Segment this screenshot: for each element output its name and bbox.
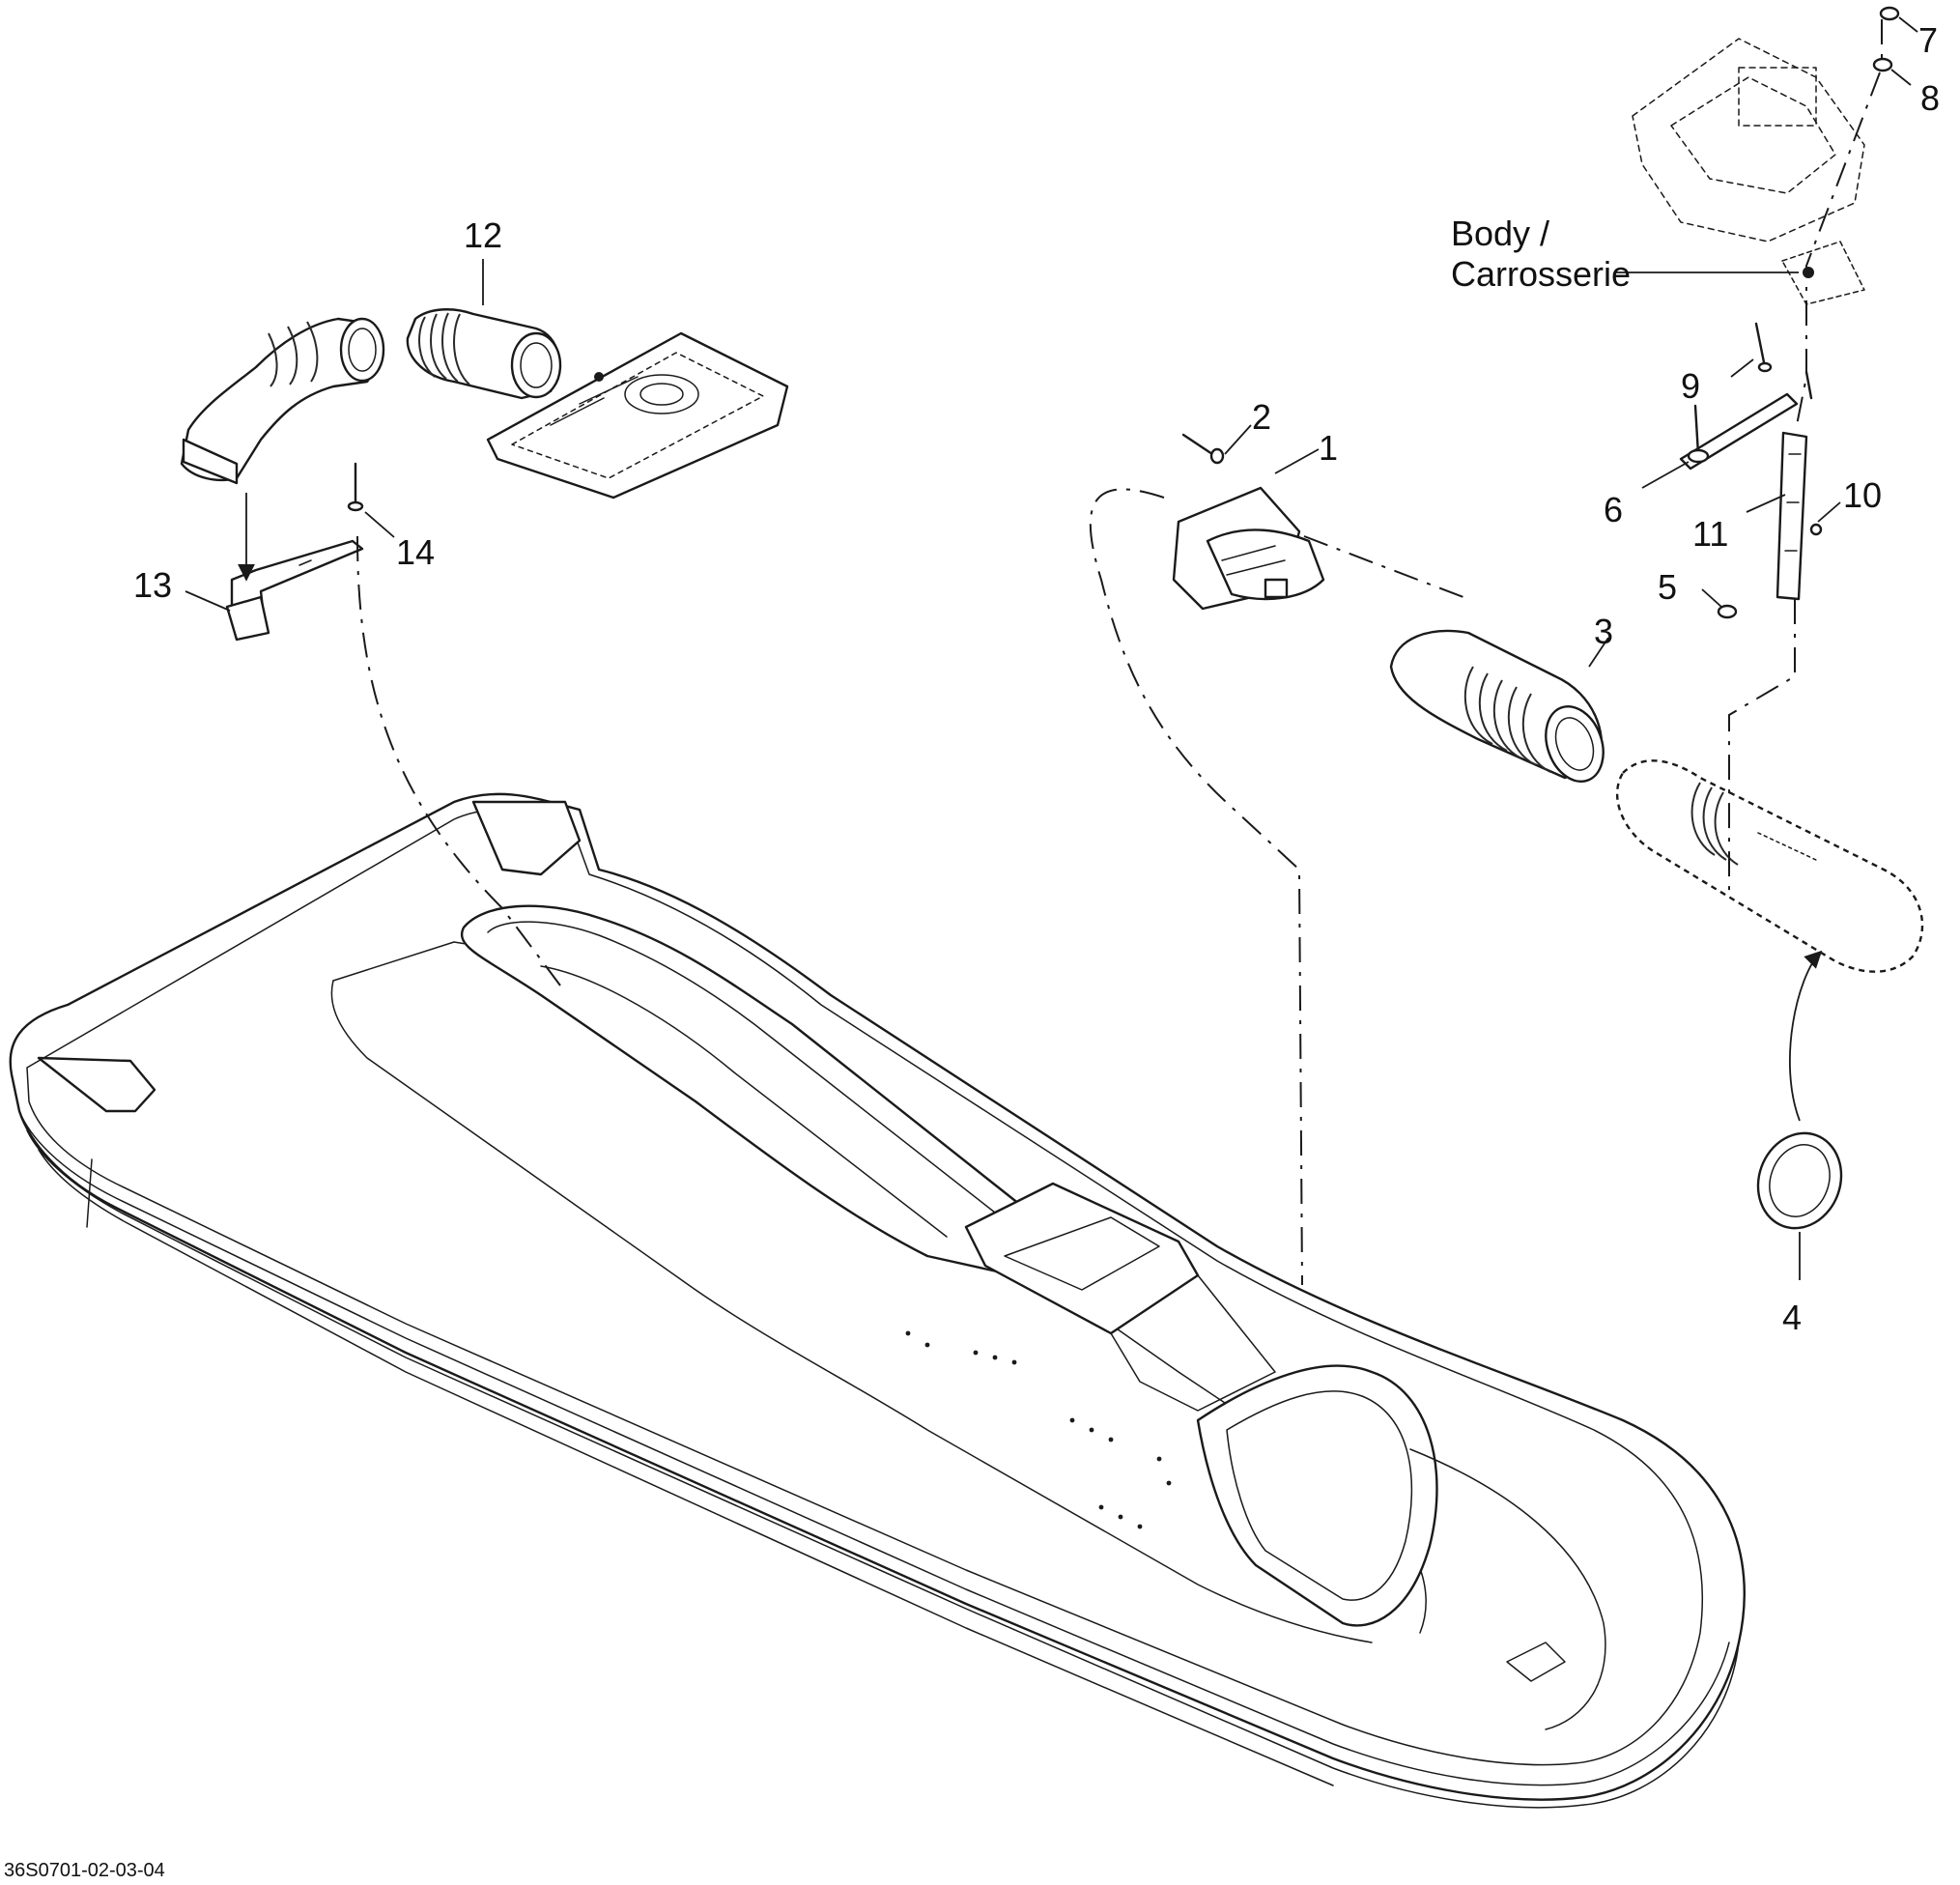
callout-1: 1 bbox=[1319, 428, 1338, 468]
part-2-rivet bbox=[1181, 433, 1225, 465]
callout-6: 6 bbox=[1604, 490, 1623, 529]
callout-2: 2 bbox=[1252, 397, 1271, 437]
drawing-code: 36S0701-02-03-04 bbox=[4, 1860, 165, 1881]
part-5-plug bbox=[1717, 604, 1738, 619]
leader-10 bbox=[1817, 501, 1841, 523]
callout-14: 14 bbox=[396, 532, 435, 572]
leader-9 bbox=[1730, 358, 1754, 378]
leader-11 bbox=[1746, 494, 1786, 513]
part-10-nut bbox=[1809, 523, 1823, 536]
leader-7 bbox=[1898, 16, 1918, 33]
part-13-bracket bbox=[225, 539, 364, 642]
body-label-line2: Carrosserie bbox=[1451, 254, 1631, 294]
callout-5: 5 bbox=[1658, 567, 1677, 607]
assembly-line-top bbox=[1796, 19, 1883, 426]
part-12-intake-assembly bbox=[180, 308, 789, 500]
watercraft-hull bbox=[9, 792, 1746, 1809]
leader-1 bbox=[1274, 448, 1320, 474]
assembly-line-strap bbox=[1728, 599, 1796, 899]
assembly-line-bracket bbox=[356, 535, 561, 986]
callout-10: 10 bbox=[1843, 475, 1882, 515]
leader-6 bbox=[1641, 461, 1690, 489]
leader-8 bbox=[1890, 69, 1912, 86]
leader-14 bbox=[364, 511, 395, 538]
callout-4: 4 bbox=[1782, 1298, 1802, 1337]
leader-3 bbox=[1588, 637, 1609, 668]
assembly-line-left bbox=[1089, 488, 1303, 1286]
leader-2 bbox=[1224, 424, 1252, 455]
part-8-washer bbox=[1872, 57, 1893, 72]
arrow-4 bbox=[1789, 950, 1823, 1122]
body-label-line1: Body / bbox=[1451, 214, 1549, 253]
part-1-adapter bbox=[1172, 486, 1325, 611]
part-9-bracket bbox=[1679, 322, 1813, 471]
leader-13 bbox=[185, 590, 231, 612]
callout-12: 12 bbox=[464, 215, 502, 255]
callout-7: 7 bbox=[1918, 20, 1938, 60]
part-14-rivet bbox=[347, 462, 364, 512]
part-3-bellows-duct bbox=[1389, 629, 1605, 783]
callout-8: 8 bbox=[1920, 78, 1940, 118]
part-4-clamp bbox=[1756, 1131, 1843, 1230]
callout-13: 13 bbox=[133, 565, 172, 605]
callout-11: 11 bbox=[1692, 514, 1728, 554]
part-7-nut bbox=[1879, 6, 1900, 21]
intake-tube bbox=[1615, 759, 1924, 973]
assembly-line-adapter bbox=[1303, 535, 1469, 600]
leader-5 bbox=[1701, 588, 1722, 608]
body-component-dashed bbox=[1632, 38, 1865, 243]
callout-9: 9 bbox=[1681, 366, 1700, 406]
callout-3: 3 bbox=[1594, 612, 1613, 651]
part-6-bolt bbox=[1687, 404, 1710, 464]
part-11-strap bbox=[1775, 431, 1808, 601]
